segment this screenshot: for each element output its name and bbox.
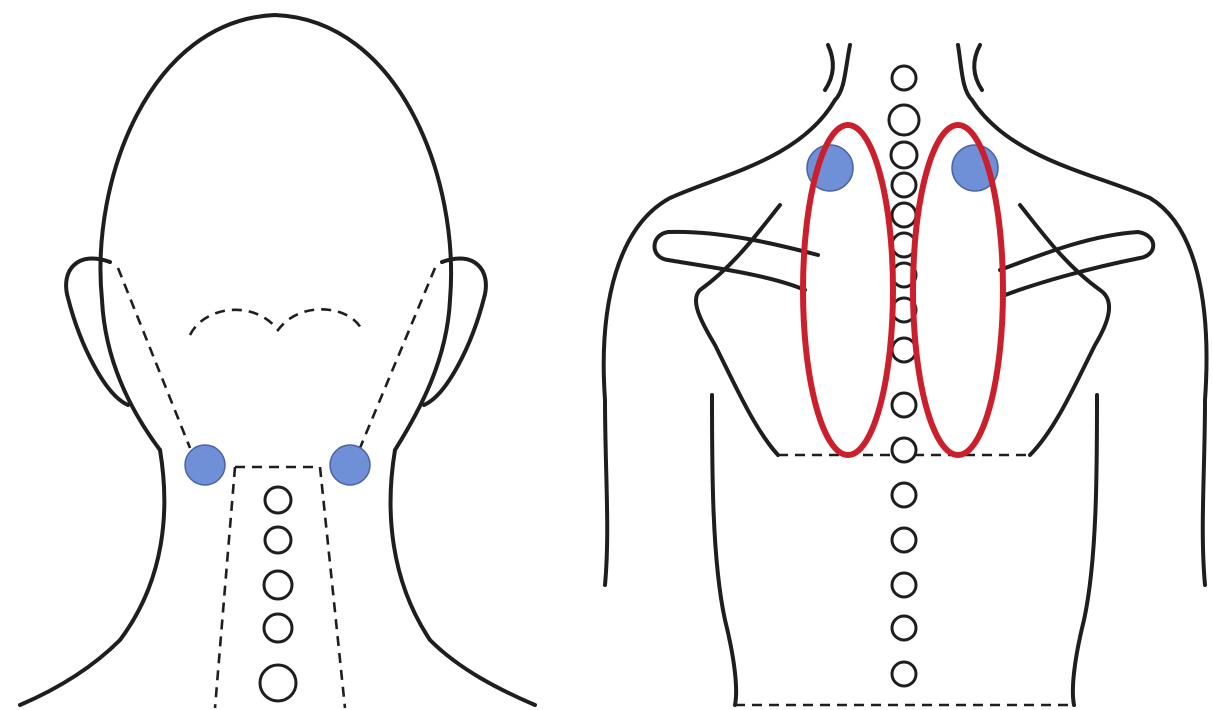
- head-neck-view: [20, 15, 535, 708]
- occipital-ridge-line: [190, 309, 362, 335]
- vertebra: [892, 573, 916, 597]
- vertebra: [892, 662, 916, 686]
- torso-left-side: [712, 395, 736, 705]
- acupoint-left: [185, 445, 225, 485]
- vertebra: [264, 614, 292, 642]
- muscle-line-left: [118, 268, 190, 448]
- left-shoulder-outline: [604, 100, 835, 585]
- head-outline: [100, 15, 451, 450]
- vertebra: [260, 665, 296, 701]
- vertebra: [889, 105, 919, 135]
- acupoint-right: [330, 445, 370, 485]
- torso-right-side: [1073, 395, 1097, 705]
- right-clavicle: [1000, 232, 1153, 295]
- vertebra: [892, 393, 916, 417]
- vertebra: [892, 173, 916, 197]
- vertebra: [892, 616, 916, 640]
- neck-right-contour: [391, 450, 535, 705]
- neck-column-left: [215, 467, 235, 708]
- vertebra: [891, 142, 917, 168]
- neck-left-strand: [825, 45, 833, 90]
- vertebra: [264, 571, 292, 599]
- vertebra: [892, 203, 916, 227]
- upper-back-view: [604, 45, 1207, 705]
- right-shoulder-outline: [972, 100, 1207, 585]
- neck-right-strand: [958, 45, 972, 100]
- left-clavicle: [655, 232, 819, 290]
- left-ear: [66, 258, 128, 405]
- neck-right-strand: [974, 45, 982, 90]
- neck-left-strand: [835, 45, 850, 100]
- vertebra: [892, 438, 916, 462]
- right-ear: [424, 258, 486, 405]
- vertebra: [892, 483, 916, 507]
- vertebra: [265, 487, 291, 513]
- vertebra: [892, 66, 916, 90]
- neck-column-right: [320, 467, 345, 708]
- neck-left-contour: [20, 450, 164, 705]
- muscle-line-right: [360, 268, 435, 448]
- vertebra: [265, 527, 291, 553]
- vertebra: [892, 528, 916, 552]
